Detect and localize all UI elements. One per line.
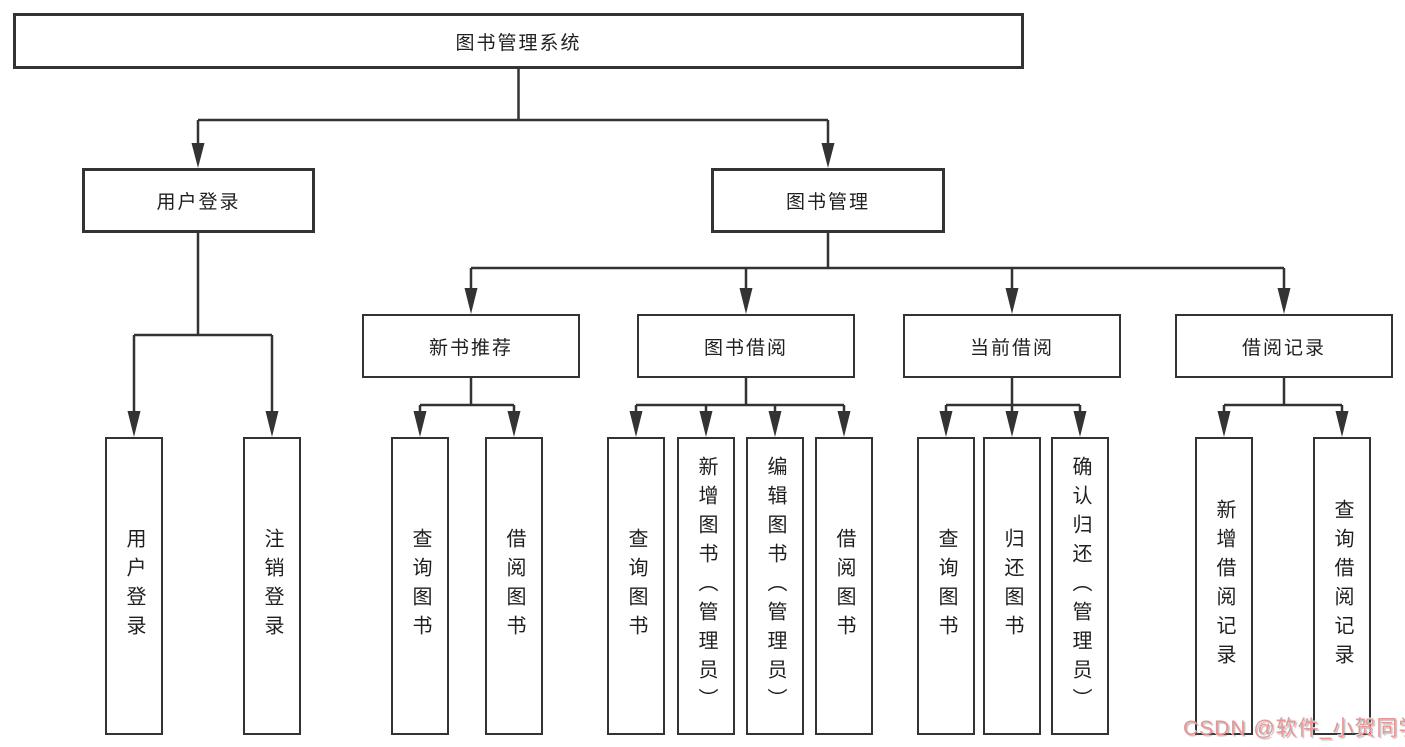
leaf-confirm-return-admin: 确认归还（管理员）	[1051, 437, 1109, 735]
leaf-borrow-books: 借阅图书	[815, 437, 873, 735]
node-current-borrowing: 当前借阅	[903, 314, 1121, 378]
leaf-add-borrow-record: 新增借阅记录	[1195, 437, 1253, 735]
leaf-edit-books-admin-label: 编辑图书（管理员）	[764, 455, 786, 717]
leaf-user-login: 用户登录	[105, 437, 163, 735]
leaf-borrow-books-recommend-label: 借阅图书	[503, 528, 525, 644]
leaf-return-books-label: 归还图书	[1001, 528, 1023, 644]
leaf-query-books-recommend: 查询图书	[391, 437, 449, 735]
leaf-add-books-admin: 新增图书（管理员）	[677, 437, 735, 735]
leaf-query-books-current: 查询图书	[917, 437, 975, 735]
leaf-return-books: 归还图书	[983, 437, 1041, 735]
leaf-query-borrow-record: 查询借阅记录	[1313, 437, 1371, 735]
leaf-query-books-current-label: 查询图书	[935, 528, 957, 644]
leaf-edit-books-admin: 编辑图书（管理员）	[746, 437, 804, 735]
node-book-management: 图书管理	[711, 168, 945, 233]
csdn-watermark: CSDN @软件_小贺同学	[1183, 717, 1405, 740]
node-book-borrowing: 图书借阅	[637, 314, 855, 378]
leaf-add-borrow-record-label: 新增借阅记录	[1213, 499, 1235, 673]
leaf-query-books-borrowing-label: 查询图书	[625, 528, 647, 644]
leaf-query-borrow-record-label: 查询借阅记录	[1331, 499, 1353, 673]
node-borrow-records: 借阅记录	[1175, 314, 1393, 378]
leaf-query-books-borrowing: 查询图书	[607, 437, 665, 735]
leaf-borrow-books-label: 借阅图书	[833, 528, 855, 644]
leaf-logout-label: 注销登录	[261, 528, 283, 644]
leaf-logout: 注销登录	[243, 437, 301, 735]
leaf-confirm-return-admin-label: 确认归还（管理员）	[1069, 455, 1091, 717]
leaf-add-books-admin-label: 新增图书（管理员）	[695, 455, 717, 717]
node-user-login: 用户登录	[82, 168, 315, 233]
node-root: 图书管理系统	[13, 13, 1024, 69]
node-new-book-recommend: 新书推荐	[362, 314, 580, 378]
leaf-borrow-books-recommend: 借阅图书	[485, 437, 543, 735]
leaf-query-books-recommend-label: 查询图书	[409, 528, 431, 644]
leaf-user-login-label: 用户登录	[123, 528, 145, 644]
